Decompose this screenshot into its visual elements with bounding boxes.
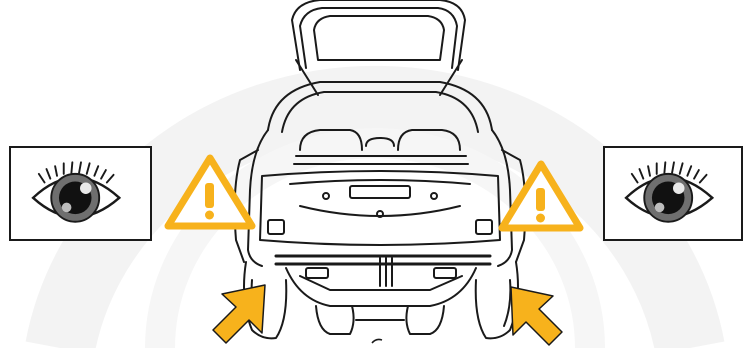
inspect-eye-left-box xyxy=(9,146,152,241)
right-tire xyxy=(476,262,518,338)
inspect-eye-right-box xyxy=(603,146,743,241)
eye-icon xyxy=(605,148,741,239)
car-body-lineart xyxy=(150,0,610,348)
eye-icon xyxy=(11,148,150,239)
car-rear-drawing xyxy=(150,0,610,348)
left-tire xyxy=(244,262,286,338)
cargo-opening xyxy=(268,82,492,130)
rear-panel xyxy=(260,171,500,245)
